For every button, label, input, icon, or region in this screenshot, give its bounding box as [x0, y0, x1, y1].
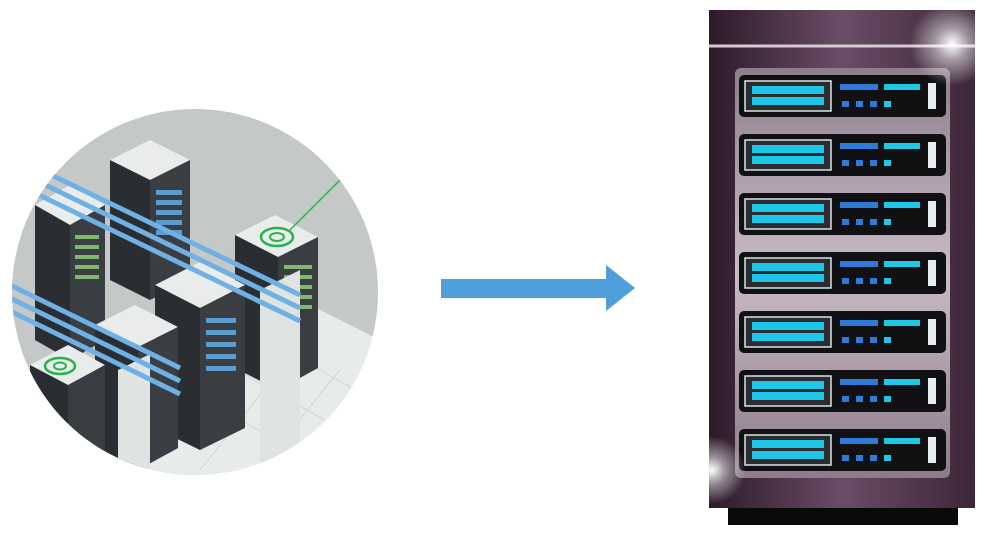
server-unit-list	[739, 75, 946, 471]
server-unit	[739, 311, 946, 353]
server-unit	[739, 252, 946, 294]
green-target-node-icon	[43, 356, 77, 376]
green-target-node-icon	[259, 179, 341, 248]
server-unit	[739, 429, 946, 471]
arrow-right-icon	[441, 265, 635, 311]
server-unit	[739, 75, 946, 117]
server-unit	[739, 193, 946, 235]
datacenter-illustration	[12, 109, 378, 475]
single-server-cabinet-icon	[678, 2, 994, 525]
server-unit	[739, 370, 946, 412]
cable-tray	[12, 152, 302, 397]
server-unit	[739, 134, 946, 176]
server-rack-icon	[30, 345, 105, 475]
